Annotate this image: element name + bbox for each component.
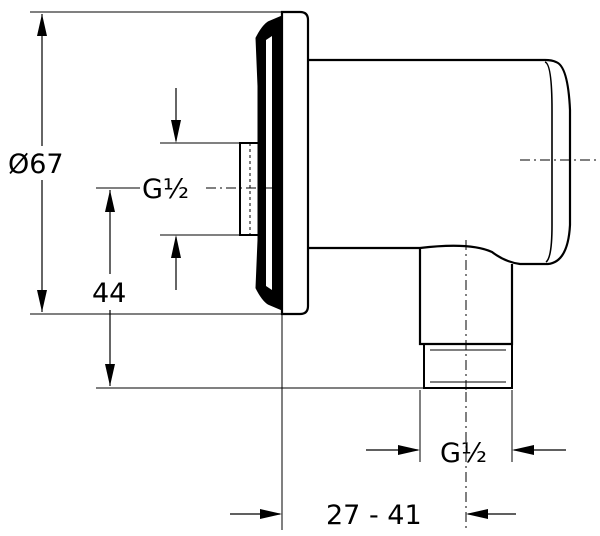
body-end-face <box>544 61 553 263</box>
wall-flange <box>280 10 310 316</box>
part-outline <box>239 10 600 392</box>
seal-highlight <box>266 36 272 290</box>
arrow-wall-right <box>466 509 488 519</box>
label-height: 44 <box>92 278 126 309</box>
dimension-inlet-thread: G½ <box>96 88 272 290</box>
arrow-outlet-right <box>512 445 534 455</box>
arrow-inlet-top <box>171 120 181 143</box>
dimension-outlet-thread: G½ <box>366 390 566 469</box>
arrow-diameter-top <box>37 14 47 36</box>
arrow-wall-left <box>260 509 282 519</box>
arrow-height-bottom <box>105 364 115 386</box>
dimension-wall-depth: 27 - 41 <box>230 314 516 531</box>
arrow-inlet-bottom <box>171 235 181 258</box>
outlet-thread <box>423 343 513 389</box>
arrow-height-top <box>105 190 115 212</box>
label-diameter: Ø67 <box>8 149 64 180</box>
label-wall-depth: 27 - 41 <box>326 500 422 531</box>
main-body <box>308 58 572 266</box>
label-outlet-thread: G½ <box>440 438 487 469</box>
arrow-outlet-left <box>398 445 420 455</box>
dimension-diameter: Ø67 <box>4 11 282 315</box>
arrow-diameter-bottom <box>37 290 47 312</box>
dimension-height: 44 <box>88 190 424 389</box>
label-inlet-thread: G½ <box>142 174 189 205</box>
